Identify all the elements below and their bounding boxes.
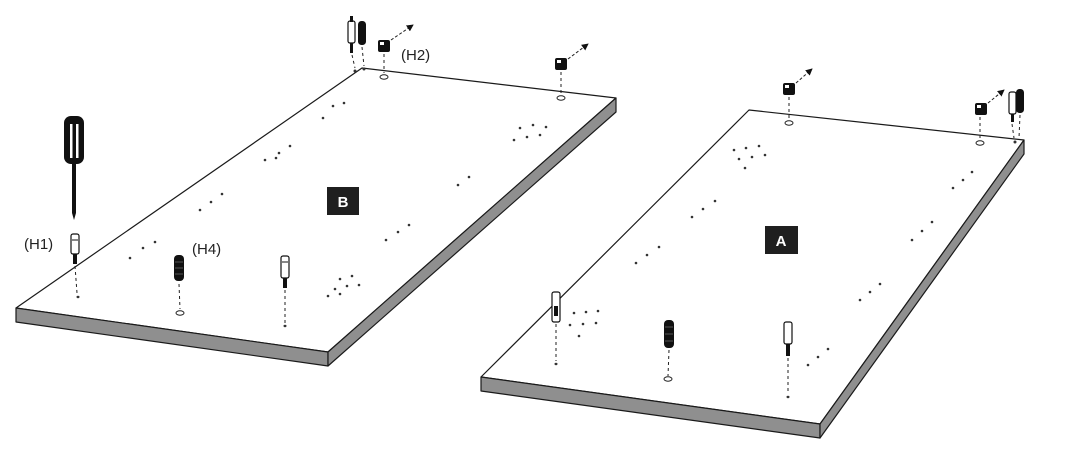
wooden-dowel-icon: [664, 320, 674, 377]
panel-a-letter: A: [776, 233, 787, 250]
screwdriver-icon: [64, 116, 84, 220]
removal-arrow-icon: [390, 24, 414, 41]
removal-arrow-icon: [795, 68, 813, 84]
cam-bolt-icon: [551, 291, 561, 361]
cam-lock-icon: [555, 58, 567, 94]
h1-callout: (H1): [24, 236, 53, 253]
panel-a: A: [480, 68, 1025, 439]
cam-bolt-icon: [70, 233, 80, 294]
panel-b-top-face: [15, 67, 617, 353]
cam-lock-icon: [783, 83, 795, 119]
panel-b: B (H1) (H4): [15, 16, 617, 367]
h4-callout: (H4): [192, 241, 221, 258]
h2-callout: (H2): [401, 47, 430, 64]
cam-bolt-icon: [280, 255, 290, 323]
panel-b-side-edge: [327, 97, 617, 367]
panel-a-hole-grid: [554, 120, 1017, 399]
panel-b-badge: B: [327, 187, 359, 215]
removal-arrow-icon: [987, 89, 1005, 104]
panel-b-hole-grid: [76, 67, 566, 328]
cam-lock-icon: [975, 103, 987, 139]
cam-bolt-icon: [1008, 91, 1017, 139]
wooden-dowel-icon: [1016, 89, 1024, 139]
panel-a-badge: A: [765, 226, 798, 254]
panel-a-side-edge: [819, 139, 1025, 439]
wooden-dowel-icon: [174, 255, 184, 310]
cam-bolt-icon: [783, 321, 793, 394]
wooden-dowel-icon: [358, 21, 366, 67]
removal-arrow-icon: [567, 43, 589, 60]
cam-bolt-icon: [347, 16, 356, 69]
panel-b-letter: B: [338, 194, 349, 211]
cam-lock-icon: [378, 40, 390, 73]
